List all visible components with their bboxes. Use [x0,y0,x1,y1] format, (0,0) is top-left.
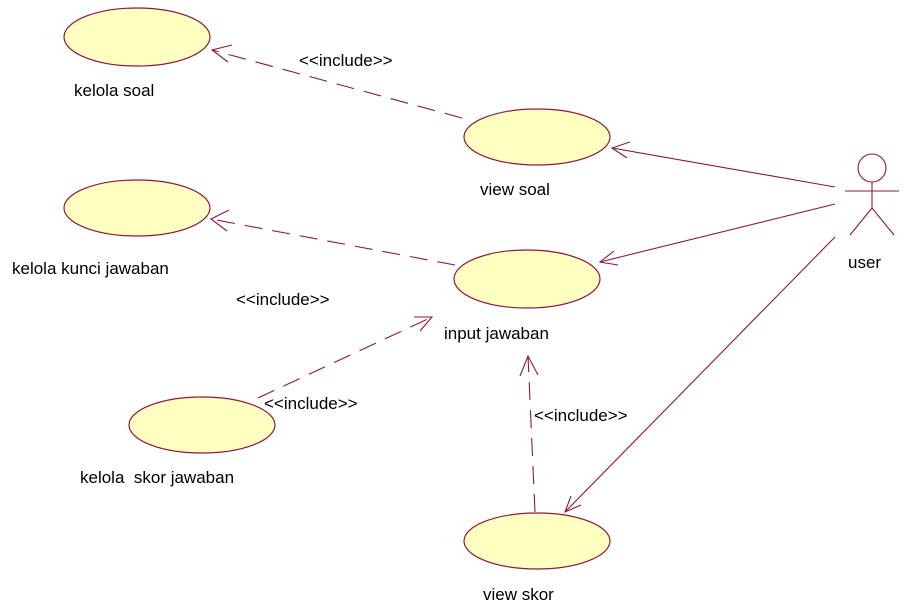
usecase-kelola-kunci-jawaban[interactable] [63,179,211,237]
arrowhead-input-jawaban [598,250,619,266]
label-view-soal: view soal [480,180,550,199]
usecase-input-jawaban[interactable] [453,249,601,309]
include-label-skor-input: <<include>> [264,394,358,413]
arrowhead-view-soal [610,141,631,159]
usecase-view-skor[interactable] [463,512,611,570]
usecase-view-soal[interactable] [463,108,611,166]
association-view-soal [611,147,836,188]
actor-name: user [848,253,881,272]
include-arrowhead-kelola-kunci [209,209,230,232]
include-view-skor-input-jawaban [527,355,536,513]
actor-user[interactable] [845,153,899,236]
label-kelola-kunci-jawaban: kelola kunci jawaban [12,259,169,278]
include-input-jawaban-kelola-kunci [210,218,456,266]
usecase-kelola-skor-jawaban[interactable] [128,396,276,454]
arrowhead-view-skor [564,495,582,514]
include-arrowhead-input-from-skor [414,316,434,332]
include-skor-input-jawaban [257,316,433,399]
include-view-soal-kelola-soal [211,49,463,119]
include-label-view-skor-input: <<include>> [534,406,628,425]
include-label-kelola-kunci: <<include>> [236,290,330,309]
association-input-jawaban [599,203,836,263]
usecase-kelola-soal[interactable] [63,7,211,67]
include-label-kelola-soal: <<include>> [299,51,393,70]
actor-leg-left [849,207,873,236]
label-input-jawaban: input jawaban [444,324,549,343]
label-kelola-skor-jawaban: kelola skor jawaban [80,468,234,487]
association-view-skor [564,236,836,513]
label-view-skor: view skor [483,585,554,604]
include-arrowhead-kelola-soal [210,44,233,63]
include-arrowhead-input-from-view-skor [519,354,539,377]
actor-leg-right [871,207,895,236]
label-kelola-soal: kelola soal [74,81,154,100]
actor-head [857,153,887,183]
